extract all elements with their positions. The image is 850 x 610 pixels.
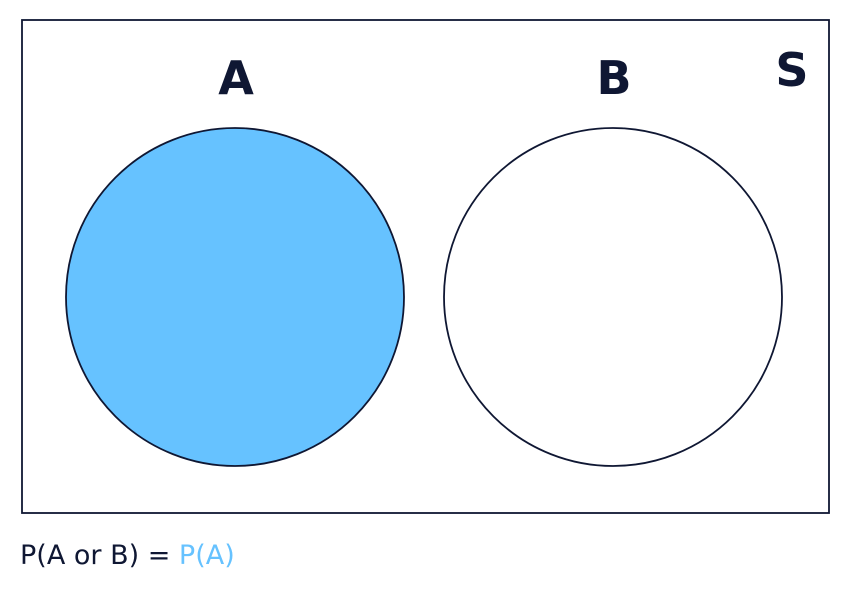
set-b-circle	[443, 127, 783, 467]
universe-label: S	[775, 43, 808, 97]
set-b-label: B	[596, 51, 631, 105]
set-a-label: A	[218, 51, 254, 105]
venn-diagram: A B S	[21, 19, 830, 514]
probability-formula: P(A or B) = P(A)	[20, 536, 235, 576]
formula-lhs: P(A or B) =	[20, 540, 179, 571]
formula-rhs: P(A)	[178, 540, 235, 571]
set-a-circle	[65, 127, 405, 467]
